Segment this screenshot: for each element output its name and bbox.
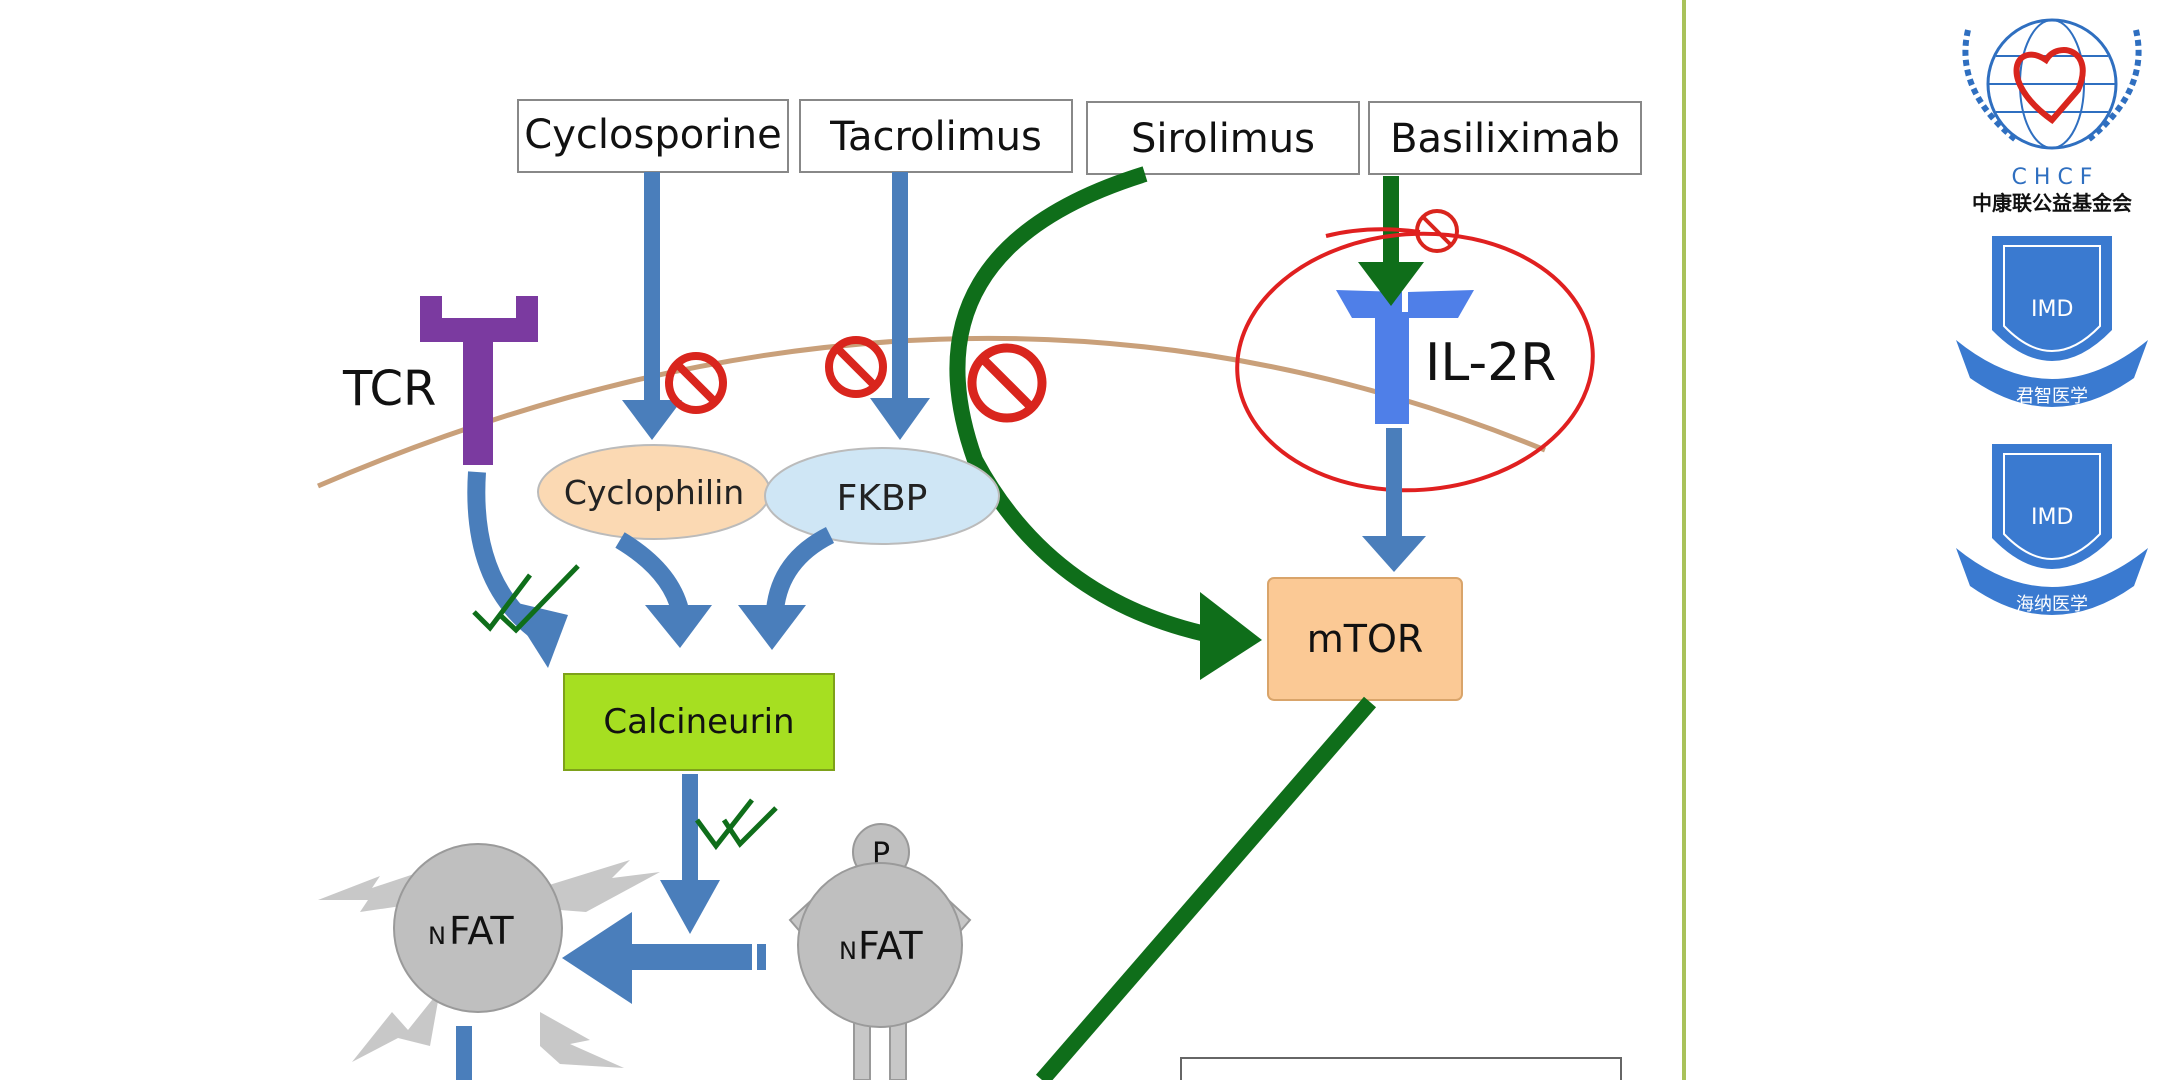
inhibit-icon: [665, 352, 727, 414]
logo-panel: C H C F 中康联公益基金会 IMD 君智医学 IMD 海纳医学: [1686, 0, 2160, 1080]
imd-logo-1: IMD 君智医学: [1956, 236, 2148, 407]
cell-membrane: [317, 335, 1546, 489]
basiliximab-box: Basiliximab: [1368, 101, 1642, 175]
sirolimus-label: Sirolimus: [1131, 116, 1315, 162]
checkmark-icon: [498, 564, 580, 634]
fkbp-node: [764, 447, 1000, 545]
basiliximab-arrowhead: [1358, 262, 1424, 306]
calcineurin-arrow-shaft: [682, 774, 698, 884]
nfat-active-prefix: N: [428, 922, 446, 950]
inhibit-icon: [967, 343, 1047, 423]
mtor-label: mTOR: [1307, 617, 1424, 661]
annotation-stroke: [1325, 227, 1421, 238]
imd-name-2: 海纳医学: [2016, 594, 2088, 615]
lightning-icon: [352, 990, 440, 1062]
cyclophilin-arrow: [615, 532, 689, 613]
nfat-active-label: FAT: [449, 909, 514, 953]
inhibit-icon: [825, 336, 887, 398]
nfat-phospho-label: FAT: [858, 924, 923, 968]
tcr-receptor: [420, 296, 538, 465]
calcineurin-label: Calcineurin: [603, 702, 794, 742]
chcf-abbrev: C H C F: [2012, 165, 2093, 190]
il2r-label: IL-2R: [1425, 333, 1556, 393]
chcf-name: 中康联公益基金会: [1972, 191, 2132, 215]
nfat-phosphorylated: P N FAT: [788, 823, 972, 1080]
calcineurin-node: [563, 673, 835, 771]
imd-name-1: 君智医学: [2016, 386, 2088, 407]
sirolimus-arrow: [949, 166, 1212, 643]
checkmark-icon: [721, 806, 778, 848]
annotation-circle: [1235, 231, 1595, 493]
nfat-down-arrow: [456, 1026, 472, 1080]
calcineurin-arrowhead: [660, 880, 720, 934]
fkbp-arrow: [766, 526, 835, 612]
cyclosporine-arrow-shaft: [644, 172, 660, 402]
tacrolimus-arrow-shaft: [892, 172, 908, 400]
il2r-arrow-shaft: [1386, 428, 1402, 538]
dephos-arrow-tick: [752, 944, 757, 970]
basiliximab-arrow-shaft: [1383, 176, 1399, 266]
sirolimus-box: Sirolimus: [1086, 101, 1360, 175]
lightning-icon: [318, 872, 420, 912]
inhibit-icon: [1415, 209, 1459, 253]
basiliximab-label: Basiliximab: [1390, 116, 1620, 162]
cyclosporine-box: Cyclosporine: [517, 99, 789, 173]
dephos-arrow-shaft: [630, 944, 766, 970]
tacrolimus-arrowhead: [870, 398, 930, 440]
partial-box: [1180, 1057, 1622, 1080]
il2r-arrowhead: [1362, 536, 1426, 572]
tcr-label: TCR: [342, 361, 436, 417]
il2r-receptor: [1336, 290, 1474, 424]
imd-mark-1: IMD: [2031, 297, 2073, 322]
lightning-icon: [546, 860, 660, 912]
cyclosporine-label: Cyclosporine: [524, 112, 781, 158]
dephos-arrowhead: [562, 912, 632, 1004]
checkmark-icon: [694, 798, 754, 851]
cyclophilin-label: Cyclophilin: [564, 473, 744, 512]
fkbp-arrowhead: [738, 605, 806, 650]
checkmark-icon: [472, 573, 532, 632]
sirolimus-arrowhead: [1200, 592, 1262, 680]
chcf-logo: C H C F 中康联公益基金会: [1962, 18, 2142, 215]
nfat-phospho-prefix: N: [839, 937, 857, 965]
tcr-arrowhead: [505, 600, 568, 668]
cyclophilin-arrowhead: [645, 605, 712, 648]
lightning-icon: [540, 1012, 624, 1068]
tacrolimus-label: Tacrolimus: [829, 114, 1042, 160]
mtor-arrow: [1035, 696, 1377, 1080]
imd-mark-2: IMD: [2031, 505, 2073, 530]
tacrolimus-box: Tacrolimus: [799, 99, 1073, 173]
cyclosporine-arrowhead: [622, 400, 682, 440]
nfat-active: N FAT: [318, 843, 660, 1068]
fkbp-label: FKBP: [837, 478, 928, 519]
imd-logo-2: IMD 海纳医学: [1956, 444, 2148, 615]
